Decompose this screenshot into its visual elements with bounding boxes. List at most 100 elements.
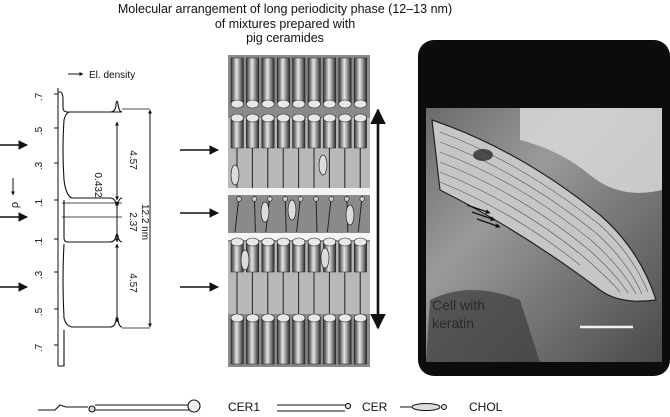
lipid-head: [246, 113, 260, 123]
tick-label: .1: [34, 237, 45, 246]
title-line-3: pig ceramides: [246, 31, 324, 45]
lipid-head: [297, 196, 304, 202]
lipid-head: [359, 196, 365, 202]
micrograph-overlay-text: keratin: [432, 315, 474, 331]
lipid-tail: [315, 195, 318, 233]
legend: CER1 CER CHOL: [38, 399, 503, 414]
lipid-chain: [261, 241, 275, 273]
lipid-head: [292, 237, 306, 247]
tick-label: .7: [34, 343, 45, 352]
lipid-chain: [323, 117, 337, 149]
lipid-chain: [307, 57, 321, 105]
lipid-chain: [292, 57, 306, 105]
cholesterol: [240, 249, 250, 271]
water-gap: [228, 188, 370, 195]
lipid-head: [323, 113, 337, 123]
legend-cer-symbol: [277, 402, 352, 412]
offset-label: 0.432: [92, 172, 103, 197]
lipid-head: [338, 313, 352, 323]
lipid-chain: [292, 317, 306, 365]
tick-label: .3: [34, 270, 45, 279]
lipid-head: [328, 196, 335, 202]
tick-label: .3: [34, 161, 45, 170]
lipid-head: [276, 313, 290, 323]
title-line-1: Molecular arrangement of long periodicit…: [117, 2, 453, 16]
cholesterol: [318, 154, 328, 176]
lipid-head: [292, 313, 306, 323]
left-pointer-arrows: [0, 140, 219, 292]
lipid-head: [267, 196, 273, 202]
tick-label: .7: [34, 92, 45, 101]
lipid-chain: [353, 57, 367, 105]
lipid-head: [276, 237, 290, 247]
lipid-tail: [357, 195, 363, 233]
lipid-chain: [246, 57, 260, 105]
lipid-chain: [353, 317, 367, 365]
legend-cer-label: CER: [362, 400, 388, 414]
lipid-head: [261, 313, 275, 323]
lipid-chain: [338, 117, 352, 149]
legend-chol-symbol: [400, 403, 447, 411]
lipid-head: [292, 113, 306, 123]
micrograph-arrows: [466, 204, 501, 228]
lipid-head: [338, 113, 352, 123]
lipid-chain: [353, 117, 367, 149]
lipid-head: [353, 313, 367, 323]
lipid-tail: [284, 195, 287, 233]
lipid-head: [230, 99, 244, 109]
lipid-head: [323, 313, 337, 323]
spacing-middle-label: 2.37: [127, 212, 138, 232]
lipid-head: [282, 196, 288, 202]
lipid-chain: [307, 117, 321, 149]
lipid-head: [353, 99, 367, 109]
density-profile: .7 .5 .3 .1 .1 .3 .5 .7 El. density ρ: [9, 70, 152, 367]
lipid-head: [251, 196, 258, 202]
tick-label: .5: [34, 307, 45, 316]
lipid-chain: [261, 57, 275, 105]
lipid-head: [338, 237, 352, 247]
lipid-chain: [230, 317, 244, 365]
lipid-tail: [253, 195, 256, 233]
density-ticks: [54, 93, 58, 346]
lipid-head: [230, 313, 244, 323]
spacing-top-label: 4.57: [127, 150, 138, 170]
lipid-head: [307, 313, 321, 323]
spacing-bottom-label: 4.57: [127, 273, 138, 293]
lipid-head: [313, 196, 319, 202]
period-label: 12.2 nm: [139, 204, 150, 240]
lipid-chain: [276, 317, 290, 365]
lipid-chain: [338, 241, 352, 273]
lipid-chain: [230, 117, 244, 149]
lipid-tail: [234, 195, 240, 233]
lipid-chain: [276, 117, 290, 149]
tick-label: .1: [34, 198, 45, 207]
lipid-chain: [261, 117, 275, 149]
legend-cer1-symbol: [38, 399, 201, 413]
lipid-chain: [323, 57, 337, 105]
micrograph-overlay-text: Cell with: [432, 297, 485, 313]
lipid-head: [276, 99, 290, 109]
lipid-head: [261, 113, 275, 123]
cholesterol: [320, 247, 330, 269]
lipid-head: [307, 99, 321, 109]
lipid-chain: [276, 241, 290, 273]
title-line-2: of mixtures prepared with: [214, 16, 356, 31]
lipid-head: [307, 237, 321, 247]
lipid-chain: [261, 317, 275, 365]
cholesterol: [260, 201, 270, 223]
lipid-tail: [326, 195, 332, 233]
lipid-head: [246, 313, 260, 323]
cholesterol: [230, 164, 240, 186]
tick-label: .5: [34, 126, 45, 135]
lipid-chain: [353, 241, 367, 273]
lipid-chain: [307, 241, 321, 273]
lipid-chain: [246, 117, 260, 149]
rho-label: ρ: [9, 202, 21, 208]
legend-cer1-label: CER1: [228, 400, 260, 414]
lipid-head: [307, 113, 321, 123]
lipid-chain: [307, 317, 321, 365]
lipid-head: [261, 237, 275, 247]
lipid-head: [246, 99, 260, 109]
cholesterol: [345, 204, 355, 226]
